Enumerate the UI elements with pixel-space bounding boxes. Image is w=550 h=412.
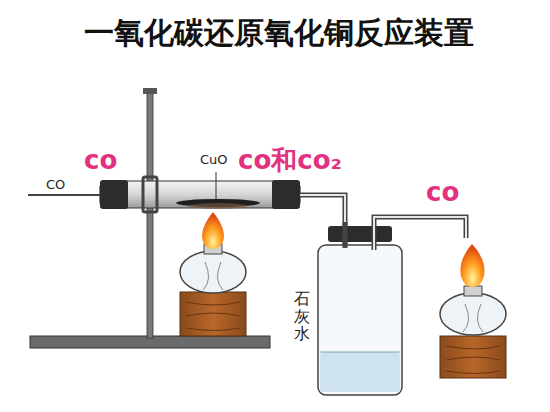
heated-zone — [188, 203, 248, 209]
pipe-through-stopper — [343, 222, 348, 248]
flame-left — [202, 212, 224, 249]
gas-callout: co — [84, 146, 117, 176]
hard-glass-tube — [100, 181, 300, 208]
wood-grain-right — [446, 346, 500, 374]
lamp-neck-right — [464, 286, 482, 296]
wood-grain-left — [186, 302, 240, 331]
lamp-body-right — [440, 293, 506, 335]
wash-bottle — [318, 245, 402, 395]
wood-block-right — [440, 336, 506, 378]
gas-callout: co — [426, 178, 459, 208]
rod-cap — [143, 88, 157, 94]
reagent-label: 石灰水 — [294, 290, 310, 343]
left-stopper — [100, 180, 128, 209]
wick-left — [203, 262, 223, 290]
gas-label: CO — [46, 178, 65, 193]
right-stopper — [272, 180, 300, 209]
gas-callout: co和co₂ — [238, 146, 342, 176]
reagent-label: CuO — [200, 153, 228, 168]
stand-rod — [147, 92, 153, 338]
diagram-title: 一氧化碳还原氧化铜反应装置 — [4, 16, 550, 51]
water-surface — [320, 352, 400, 353]
outlet-pipe-inner — [374, 217, 466, 250]
wood-block-left — [180, 292, 246, 336]
wick-right — [463, 304, 483, 332]
tube-clamp — [143, 177, 157, 212]
flame-right — [460, 244, 484, 287]
outlet-pipe — [374, 217, 466, 250]
lime-water — [320, 352, 400, 392]
cuo-leader — [216, 172, 217, 199]
bottle-stopper — [328, 226, 392, 242]
lamp-body-left — [180, 251, 246, 293]
inlet-pipe — [28, 194, 102, 196]
